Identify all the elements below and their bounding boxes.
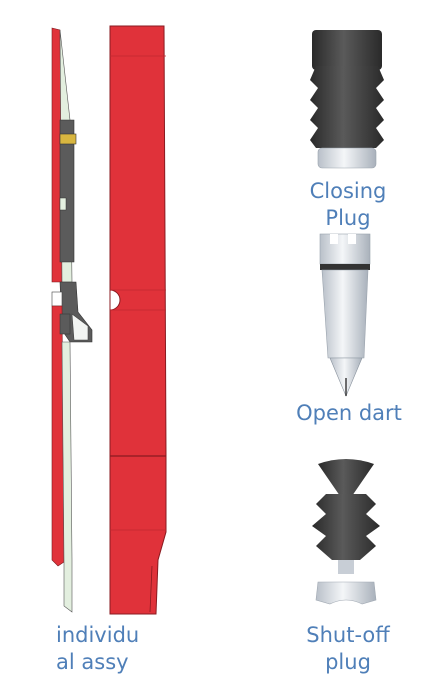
label-closing-plug: Closing Plug [309, 179, 387, 230]
shutoff-plug [312, 459, 380, 605]
tool-body-upper [109, 25, 167, 457]
section-notch [59, 197, 67, 211]
shutoff-plug-fins [312, 494, 380, 560]
tool-body [109, 25, 167, 615]
open-dart [319, 233, 371, 397]
open-dart-head [319, 233, 371, 265]
closing-plug [310, 30, 384, 169]
open-dart-body [321, 269, 369, 359]
open-dart-seal [320, 264, 370, 270]
section-inner-lower [59, 313, 71, 335]
shutoff-plug-stem [338, 560, 354, 574]
section-wall-lower [51, 305, 65, 567]
closing-plug-cap [312, 30, 382, 70]
label-individual-assy: individu al assy [56, 623, 140, 674]
closing-plug-nose [317, 147, 377, 169]
section-ring [59, 133, 77, 145]
shutoff-plug-cone [318, 459, 374, 496]
label-shutoff-plug: Shut-off plug [306, 623, 390, 674]
section-gap [51, 291, 63, 307]
section-inner-upper [59, 119, 75, 263]
open-dart-tip [329, 357, 363, 397]
label-open-dart: Open dart [296, 401, 402, 425]
section-liner-lower [61, 341, 73, 613]
closing-plug-fins [310, 66, 384, 148]
section-seat-insert [71, 313, 89, 341]
section-view [51, 27, 93, 613]
shutoff-plug-ring [315, 581, 377, 605]
tool-body-lower [109, 455, 167, 615]
